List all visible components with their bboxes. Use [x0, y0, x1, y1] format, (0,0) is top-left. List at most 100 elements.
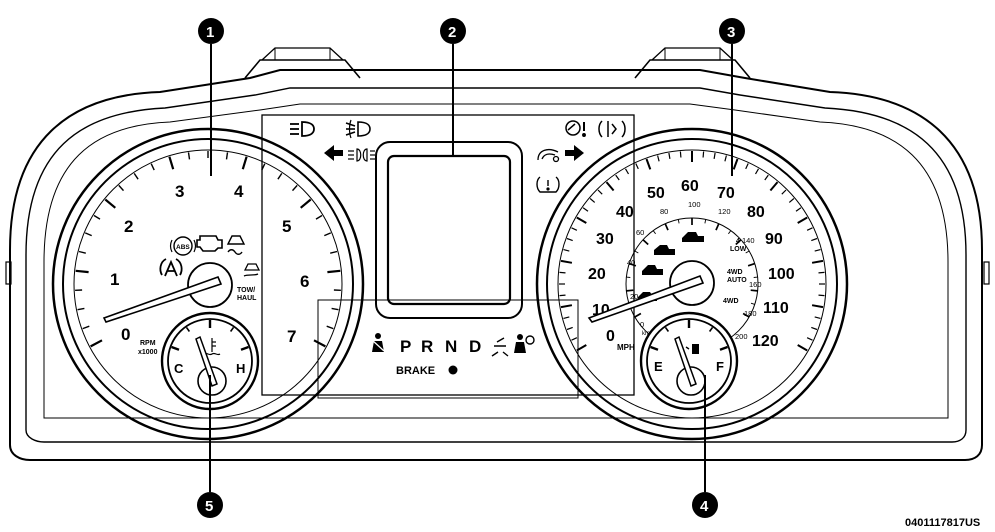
electronic-stability-icon	[226, 235, 246, 255]
scale-tick	[635, 163, 639, 170]
mph-label-70: 70	[717, 185, 735, 202]
scale-tick	[797, 344, 808, 352]
svg-text:ABS: ABS	[176, 244, 190, 251]
scale-tick	[571, 227, 578, 231]
scale-tick	[241, 156, 248, 170]
brake-system-warning-icon	[598, 120, 626, 138]
scale-tick	[806, 227, 813, 231]
scale-tick	[732, 158, 739, 170]
scale-tick	[818, 271, 825, 274]
auto-hold-icon	[159, 258, 183, 277]
scale-tick	[187, 152, 191, 160]
scale-tick	[668, 152, 671, 160]
scale-tick	[811, 237, 818, 242]
scale-tick	[677, 219, 680, 224]
truck-icon-top-right	[682, 232, 704, 242]
scale-tick	[745, 250, 750, 254]
scale-tick	[652, 230, 656, 235]
mph-label-0: 0	[606, 328, 615, 345]
fuel-empty-label: E	[654, 359, 663, 374]
scale-tick	[745, 163, 749, 170]
callout-2: 2	[440, 18, 466, 156]
scale-tick	[330, 250, 338, 254]
scale-tick	[795, 207, 802, 212]
four-wd-auto-indicator: 4WD AUTO	[727, 269, 747, 284]
scale-tick	[93, 214, 101, 220]
mph-label-80: 80	[747, 204, 765, 221]
scale-tick	[750, 289, 758, 292]
svg-text:4: 4	[700, 498, 709, 515]
scale-tick	[326, 325, 334, 330]
scale-tick	[797, 216, 808, 224]
mph-label-60: 60	[681, 178, 699, 195]
scale-tick	[82, 325, 90, 330]
scale-tick	[634, 312, 642, 318]
scale-tick	[626, 289, 634, 292]
gear-p: P	[400, 337, 411, 356]
kmh-label-60: 60	[636, 228, 644, 237]
scale-tick	[624, 168, 630, 175]
scale-tick	[735, 239, 742, 246]
scale-tick	[702, 151, 705, 158]
temp-needle	[195, 335, 218, 387]
truck-icon-middle	[642, 265, 663, 275]
scale-tick	[576, 216, 587, 224]
scale-tick	[225, 152, 229, 160]
scale-tick	[814, 249, 821, 252]
scale-tick	[642, 239, 649, 246]
scale-tick	[664, 326, 670, 332]
scale-tick	[814, 316, 821, 319]
scale-tick	[728, 230, 732, 235]
temp-hot-label: H	[236, 361, 245, 376]
scale-tick	[560, 304, 573, 309]
telltales-right	[536, 120, 626, 193]
scale-tick	[818, 294, 825, 297]
tach-label-5: 5	[282, 217, 291, 236]
scale-tick	[77, 307, 85, 311]
tach-label-3: 3	[175, 182, 184, 201]
scale-tick	[811, 259, 824, 264]
svg-text:4: 4	[736, 238, 740, 245]
scale-tick	[664, 223, 669, 231]
fuel-full-label: F	[716, 359, 724, 374]
gear-d: D	[469, 337, 481, 356]
scale-tick	[559, 271, 566, 274]
electronic-throttle-icon	[565, 120, 586, 137]
washer-fluid-icon	[537, 149, 560, 163]
gear-r: R	[421, 337, 433, 356]
scale-tick	[704, 219, 707, 224]
scale-tick	[589, 198, 596, 203]
mph-label-110: 110	[763, 300, 789, 317]
scale-tick	[615, 174, 620, 181]
four-low-indicator: 4 LOW	[730, 238, 747, 253]
kmh-label-0: 0	[640, 320, 644, 329]
scale-tick	[566, 326, 573, 331]
kmh-label-100: 100	[688, 200, 701, 209]
scale-tick	[229, 326, 235, 332]
mph-label-90: 90	[765, 231, 783, 248]
kmh-label-120: 120	[718, 207, 731, 216]
svg-text:AUTO: AUTO	[727, 277, 747, 284]
fuel-pump-icon	[685, 344, 699, 354]
scale-tick	[291, 184, 298, 192]
front-fog-light-icon	[345, 119, 371, 139]
scale-tick	[747, 262, 756, 267]
scale-tick	[645, 158, 652, 170]
tow-haul-label-2: HAUL	[237, 295, 257, 302]
tachometer: 0 1 2 3 4 5 6 7 RPM x1000 TOW/ HAUL ABS	[51, 127, 365, 441]
scale-tick	[78, 250, 86, 254]
speed-scale-ticks	[559, 151, 825, 352]
left-turn-signal-icon	[324, 145, 343, 161]
scale-tick	[742, 312, 750, 318]
tach-label-2: 2	[124, 217, 133, 236]
abs-warning-icon: ABS	[169, 236, 197, 256]
scale-tick	[715, 223, 720, 231]
mph-label-120: 120	[752, 333, 779, 350]
hill-descent-icon	[243, 263, 261, 277]
scale-tick	[679, 151, 682, 158]
scale-tick	[171, 345, 180, 351]
scale-tick	[560, 259, 573, 264]
kmh-label-80: 80	[660, 207, 668, 216]
speed-needle	[587, 274, 705, 323]
tach-scale-ticks	[75, 151, 341, 348]
